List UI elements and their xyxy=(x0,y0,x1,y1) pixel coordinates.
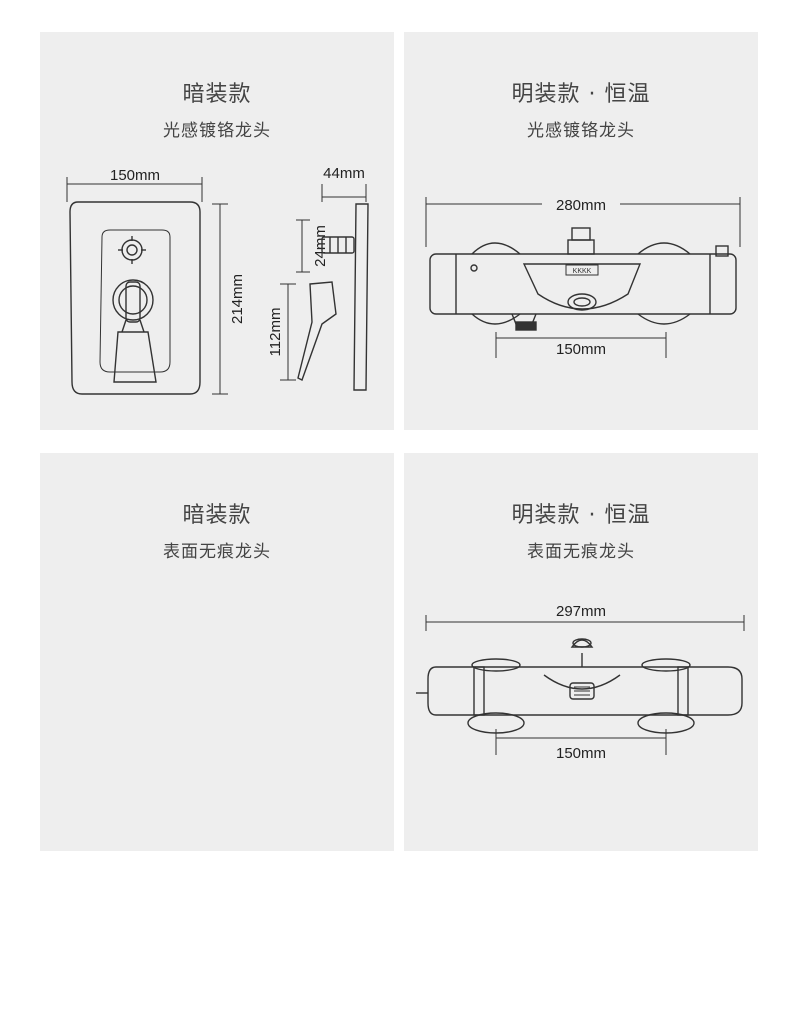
dim-length-label: 297mm xyxy=(556,603,606,620)
dim-length-label: 280mm xyxy=(556,197,606,214)
panel-title: 暗装款 xyxy=(182,82,252,107)
panel-concealed-seamless: 暗装款 表面无痕龙头 xyxy=(40,453,394,851)
panel-concealed-chrome: 暗装款 光感镀铬龙头 150mm 214mm xyxy=(40,32,394,430)
dim-height-label: 214mm xyxy=(229,274,246,324)
dim-handle-label: 112mm xyxy=(267,308,284,357)
exposed-thermostatic-seamless-diagram: 297mm 150mm xyxy=(416,603,745,762)
dim-spacing-label: 150mm xyxy=(556,745,606,762)
dim-depth-label: 44mm xyxy=(323,165,365,182)
panel-subtitle: 光感镀铬龙头 xyxy=(527,121,635,141)
panel-subtitle: 表面无痕龙头 xyxy=(527,542,635,562)
panel-title: 明装款 · 恒温 xyxy=(511,82,651,107)
panel-title: 暗装款 xyxy=(182,503,252,528)
exposed-thermostatic-diagram: 280mm KKKK xyxy=(425,197,741,358)
dim-spacing-label: 150mm xyxy=(556,341,606,358)
concealed-faucet-diagram: 150mm 214mm xyxy=(66,165,369,395)
panel-exposed-thermostatic-seamless: 明装款 · 恒温 表面无痕龙头 297mm xyxy=(404,453,758,851)
dim-outlet-label: 24mm xyxy=(312,225,329,267)
panel-title: 明装款 · 恒温 xyxy=(511,503,651,528)
panel-subtitle: 光感镀铬龙头 xyxy=(163,121,271,141)
panel-exposed-thermostatic-chrome: 明装款 · 恒温 光感镀铬龙头 280mm xyxy=(404,32,758,430)
panel-subtitle: 表面无痕龙头 xyxy=(163,542,271,562)
brand-label: KKKK xyxy=(573,268,592,275)
dim-width-label: 150mm xyxy=(110,167,160,184)
